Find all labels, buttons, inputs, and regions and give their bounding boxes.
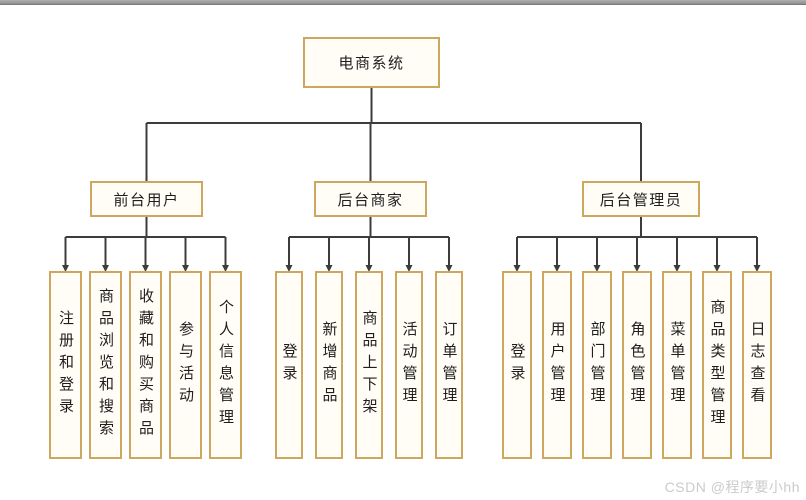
leaf-node-label: 新增商品 — [320, 321, 338, 409]
leaf-node: 商品浏览和搜索 — [89, 271, 122, 459]
branch-node-label: 前台用户 — [113, 191, 180, 209]
leaf-node: 商品类型管理 — [702, 271, 732, 459]
leaf-node-label: 商品上下架 — [360, 310, 378, 420]
leaf-node: 登录 — [275, 271, 303, 459]
leaf-node: 商品上下架 — [355, 271, 383, 459]
leaf-node: 菜单管理 — [662, 271, 692, 459]
leaf-node: 订单管理 — [435, 271, 463, 459]
branch-node: 后台商家 — [314, 181, 427, 217]
leaf-node: 活动管理 — [395, 271, 423, 459]
leaf-node: 登录 — [502, 271, 532, 459]
leaf-node: 日志查看 — [742, 271, 772, 459]
leaf-node: 参与活动 — [169, 271, 202, 459]
leaf-node-label: 登录 — [280, 343, 298, 387]
leaf-node-label: 活动管理 — [400, 321, 418, 409]
leaf-node: 部门管理 — [582, 271, 612, 459]
leaf-node-label: 个人信息管理 — [217, 299, 234, 431]
leaf-node: 用户管理 — [542, 271, 572, 459]
leaf-node-label: 商品类型管理 — [708, 299, 726, 431]
leaf-node-label: 商品浏览和搜索 — [97, 288, 114, 442]
branch-node: 前台用户 — [90, 181, 203, 217]
top-scrollbar — [0, 0, 806, 5]
branch-node-label: 后台商家 — [337, 191, 404, 209]
leaf-node-label: 收藏和购买商品 — [137, 288, 154, 442]
leaf-node-label: 注册和登录 — [57, 310, 74, 420]
leaf-node-label: 菜单管理 — [668, 321, 686, 409]
branch-node: 后台管理员 — [582, 181, 700, 217]
leaf-node-label: 订单管理 — [440, 321, 458, 409]
leaf-node: 角色管理 — [622, 271, 652, 459]
leaf-node-label: 角色管理 — [628, 321, 646, 409]
leaf-node-label: 参与活动 — [177, 321, 194, 409]
leaf-node-label: 日志查看 — [748, 321, 766, 409]
leaf-node-label: 用户管理 — [548, 321, 566, 409]
root-node-label: 电商系统 — [338, 55, 405, 72]
leaf-node-label: 登录 — [508, 343, 526, 387]
watermark: CSDN @程序要小hh — [664, 479, 800, 495]
leaf-node: 收藏和购买商品 — [129, 271, 162, 459]
leaf-node: 新增商品 — [315, 271, 343, 459]
leaf-node: 注册和登录 — [49, 271, 82, 459]
branch-node-label: 后台管理员 — [599, 191, 683, 209]
leaf-node: 个人信息管理 — [209, 271, 242, 459]
root-node: 电商系统 — [303, 37, 440, 88]
leaf-node-label: 部门管理 — [588, 321, 606, 409]
